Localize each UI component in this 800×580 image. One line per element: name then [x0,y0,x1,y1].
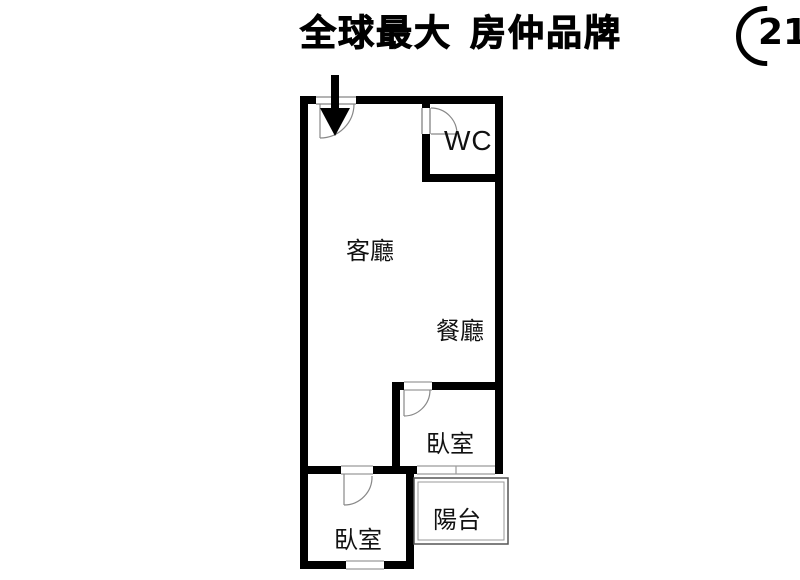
slogan-part-2: 房仲品牌 [470,13,623,55]
room-label-balcony: 陽台 [433,506,481,534]
room-label-dining: 餐廳 [436,317,484,345]
wc-door-swing [430,107,458,135]
down-arrow-icon [320,75,350,136]
room-label-bedroom-left: 臥室 [334,526,382,554]
bedroom-right-walls [392,382,503,474]
bedroom-right-door-swing [403,389,431,417]
room-label-bedroom-right: 臥室 [426,430,474,458]
openings [316,95,495,570]
room-label-wc: WC [444,125,493,156]
balcony-outline [413,477,509,545]
logo-number: 21 [758,12,800,53]
entrance-door-swing [319,103,355,139]
room-label-living: 客廳 [346,237,394,265]
outer-wall-main [300,96,503,474]
slogan-part-1: 全球最大 [299,13,453,55]
century21-logo: 21 [736,6,800,70]
bedroom-left-door-swing [343,474,373,506]
door-swings [319,103,458,506]
brand-banner: 全球最大房仲品牌 [299,4,623,56]
